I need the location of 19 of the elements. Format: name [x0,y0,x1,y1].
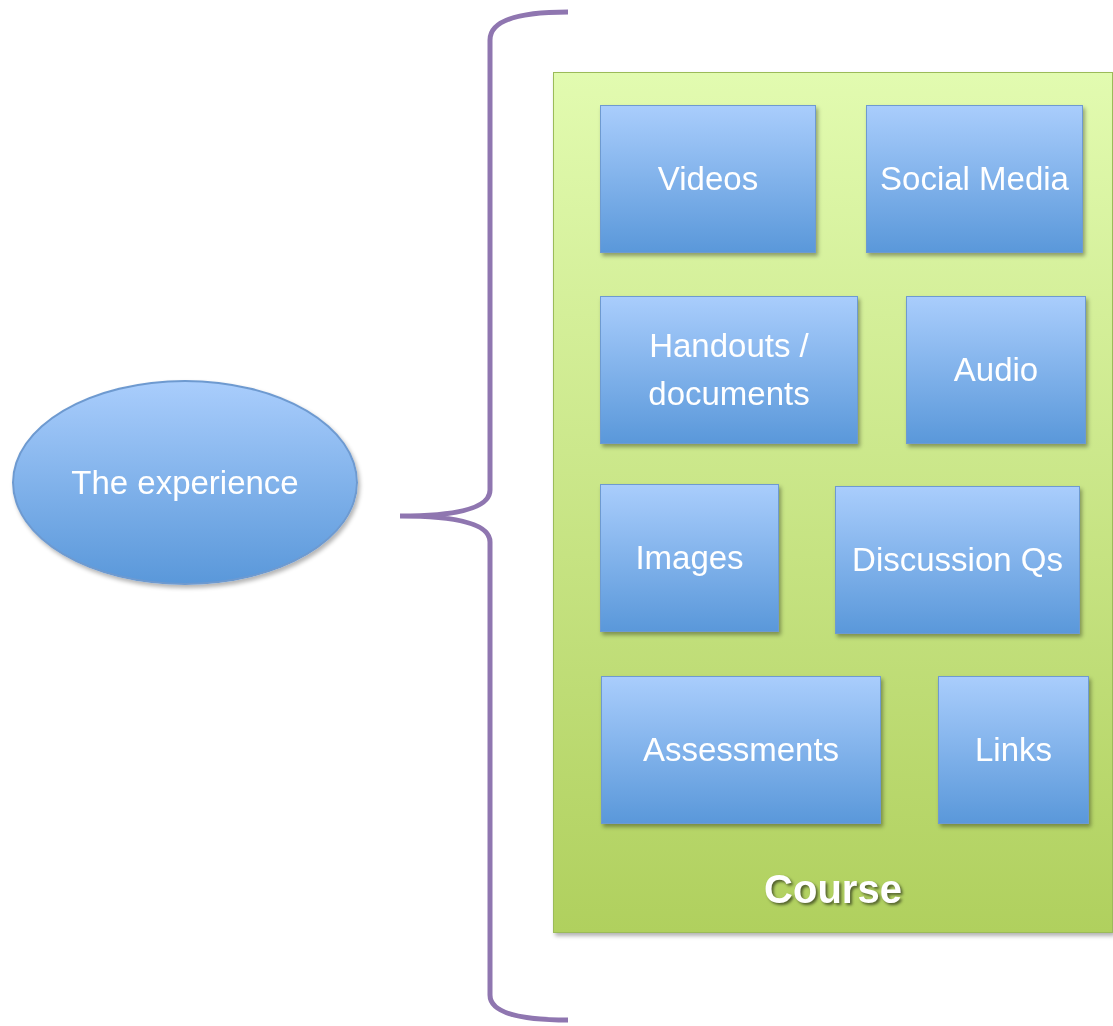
content-box [601,676,881,824]
box-label: The experience [70,462,300,503]
container-panel [553,72,1113,933]
box-label: Discussion Qs [851,540,1064,581]
box-label: Audio [952,350,1040,391]
box-label: Videos [656,159,760,200]
content-box [866,105,1083,253]
content-box [600,484,779,632]
content-box [600,296,858,444]
content-box [938,676,1089,824]
content-box [835,486,1080,634]
panel-title: Course [764,867,902,912]
box-label: Handouts / documents [647,326,811,414]
box-label: Assessments [641,730,841,771]
box-label: Images [634,538,745,579]
box-label: Links [973,730,1053,771]
content-box [906,296,1086,444]
content-box [600,105,816,253]
box-label: Social Media [879,159,1070,200]
